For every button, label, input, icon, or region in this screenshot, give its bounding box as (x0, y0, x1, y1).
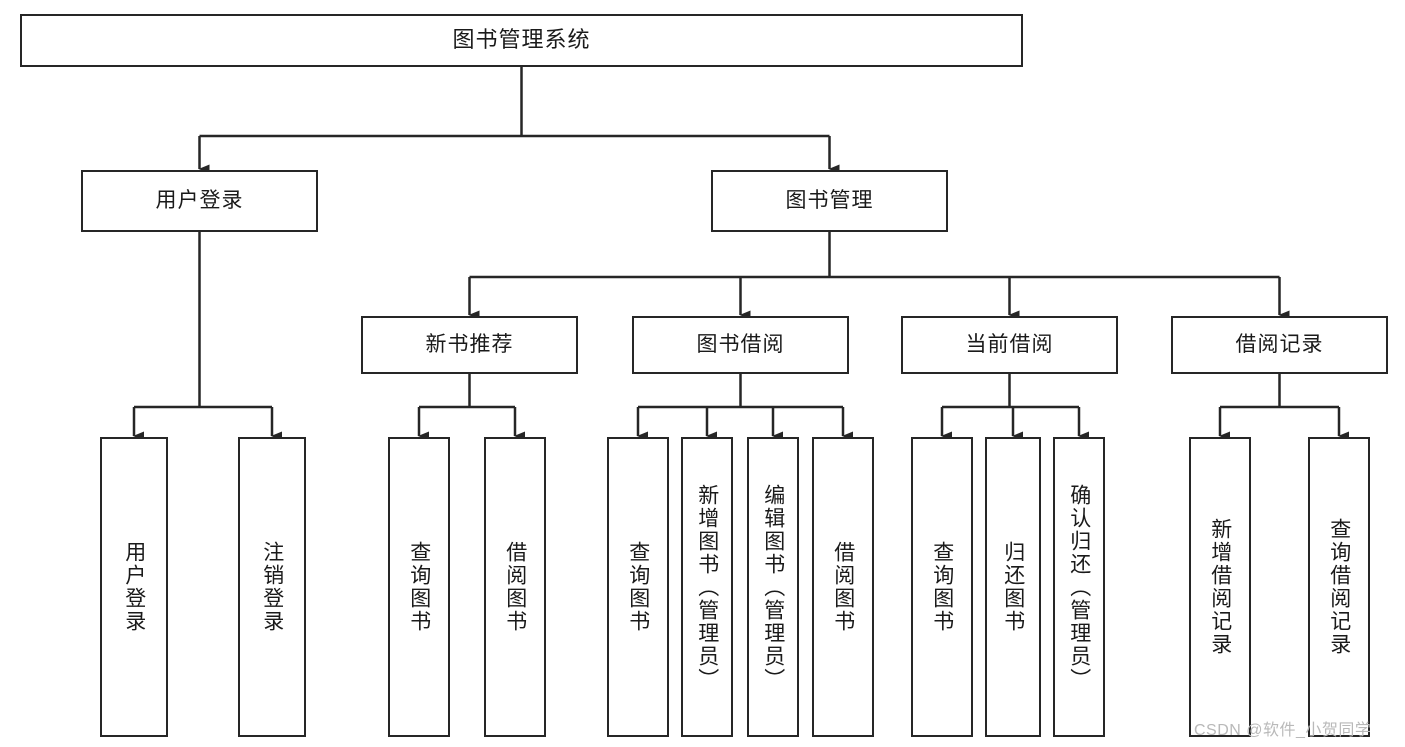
node-leaf-query-book-1[interactable]: 查询图书 (388, 437, 450, 737)
node-label: 借阅记录 (1235, 333, 1324, 357)
node-borrow-record[interactable]: 借阅记录 (1171, 316, 1388, 374)
node-leaf-query-record[interactable]: 查询借阅记录 (1308, 437, 1370, 737)
node-leaf-user-login[interactable]: 用户登录 (100, 437, 168, 737)
node-label: 当前借阅 (965, 333, 1054, 357)
node-leaf-query-book-2[interactable]: 查询图书 (607, 437, 669, 737)
node-label: 用户登录 (155, 189, 244, 213)
node-label: 借阅图书 (831, 541, 855, 633)
node-leaf-confirm-return[interactable]: 确认归还（管理员） (1053, 437, 1105, 737)
node-label: 查询图书 (626, 541, 650, 633)
node-leaf-edit-book[interactable]: 编辑图书（管理员） (747, 437, 799, 737)
node-label: 借阅图书 (503, 541, 527, 633)
node-current-borrow[interactable]: 当前借阅 (901, 316, 1118, 374)
node-new-book-recommend[interactable]: 新书推荐 (361, 316, 578, 374)
node-leaf-add-book[interactable]: 新增图书（管理员） (681, 437, 733, 737)
node-label: 查询图书 (407, 541, 431, 633)
node-book-manage[interactable]: 图书管理 (711, 170, 948, 232)
node-leaf-logout[interactable]: 注销登录 (238, 437, 306, 737)
node-label: 查询借阅记录 (1327, 518, 1351, 656)
node-label: 查询图书 (930, 541, 954, 633)
node-leaf-borrow-book-2[interactable]: 借阅图书 (812, 437, 874, 737)
node-leaf-return-book[interactable]: 归还图书 (985, 437, 1041, 737)
node-leaf-borrow-book-1[interactable]: 借阅图书 (484, 437, 546, 737)
node-label: 注销登录 (260, 541, 284, 633)
node-label: 归还图书 (1001, 541, 1025, 633)
node-label: 新书推荐 (425, 333, 514, 357)
node-label: 编辑图书（管理员） (761, 483, 785, 691)
node-leaf-add-record[interactable]: 新增借阅记录 (1189, 437, 1251, 737)
node-label: 图书管理 (785, 189, 874, 213)
node-root[interactable]: 图书管理系统 (20, 14, 1023, 67)
node-label: 图书管理系统 (452, 27, 591, 53)
node-label: 图书借阅 (696, 333, 785, 357)
node-leaf-query-book-3[interactable]: 查询图书 (911, 437, 973, 737)
node-label: 确认归还（管理员） (1067, 483, 1091, 691)
node-label: 用户登录 (122, 541, 146, 633)
node-user-login[interactable]: 用户登录 (81, 170, 318, 232)
node-label: 新增图书（管理员） (695, 483, 719, 691)
node-label: 新增借阅记录 (1208, 518, 1232, 656)
node-book-borrow[interactable]: 图书借阅 (632, 316, 849, 374)
csdn-watermark: CSDN @软件_小贺同学 (1194, 722, 1372, 739)
